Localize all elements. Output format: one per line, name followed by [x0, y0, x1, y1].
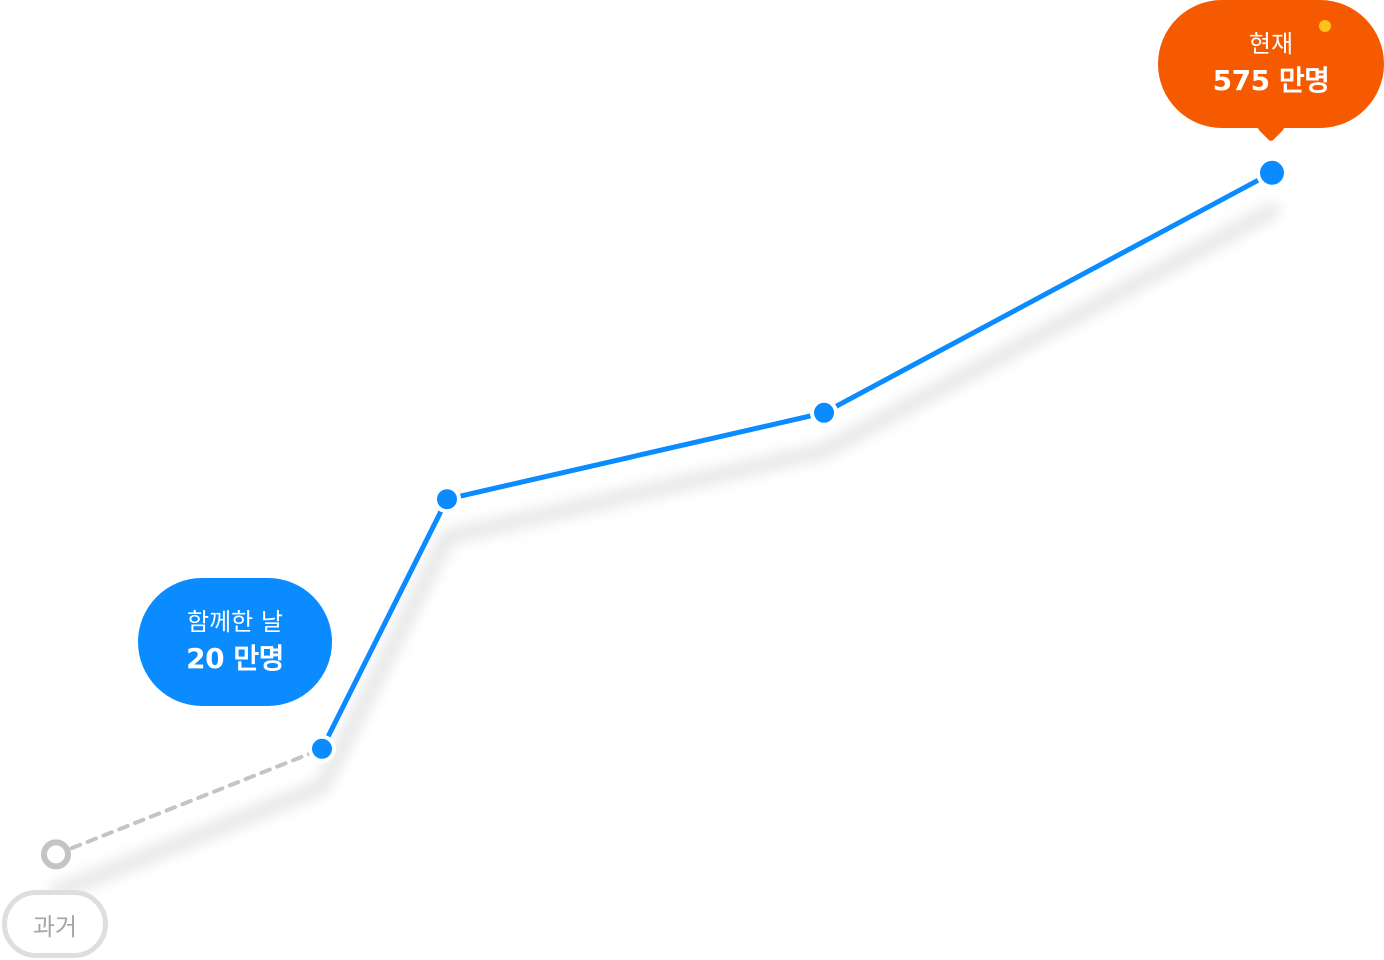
line-layer — [54, 170, 1275, 857]
current-callout-bubble: 현재 575 만명 — [1158, 0, 1384, 143]
data-point-marker-2 — [433, 485, 461, 514]
line-segment-1 — [319, 496, 450, 752]
marker-layer — [41, 156, 1288, 870]
line-segment-2 — [444, 410, 827, 502]
past-tag-label: 과거 — [32, 912, 78, 941]
line-shadow-layer — [48, 202, 1280, 901]
data-point-marker-3 — [810, 398, 838, 427]
start-callout-value: 20 만명 — [186, 642, 284, 675]
start-callout-label: 함께한 날 — [187, 608, 283, 636]
data-point-marker-4 — [1256, 156, 1288, 189]
notification-dot-icon — [1319, 20, 1331, 32]
data-point-marker-1 — [308, 734, 336, 763]
current-callout-value: 575 만명 — [1212, 64, 1330, 97]
line-shadow — [48, 202, 1280, 901]
start-callout-bubble: 함께한 날 20 만명 — [138, 578, 332, 706]
line-segment-3 — [821, 170, 1275, 416]
past-dashed-segment — [54, 746, 324, 857]
past-tag: 과거 — [2, 890, 108, 958]
current-callout-label: 현재 — [1248, 30, 1294, 58]
past-point-marker — [41, 839, 71, 870]
